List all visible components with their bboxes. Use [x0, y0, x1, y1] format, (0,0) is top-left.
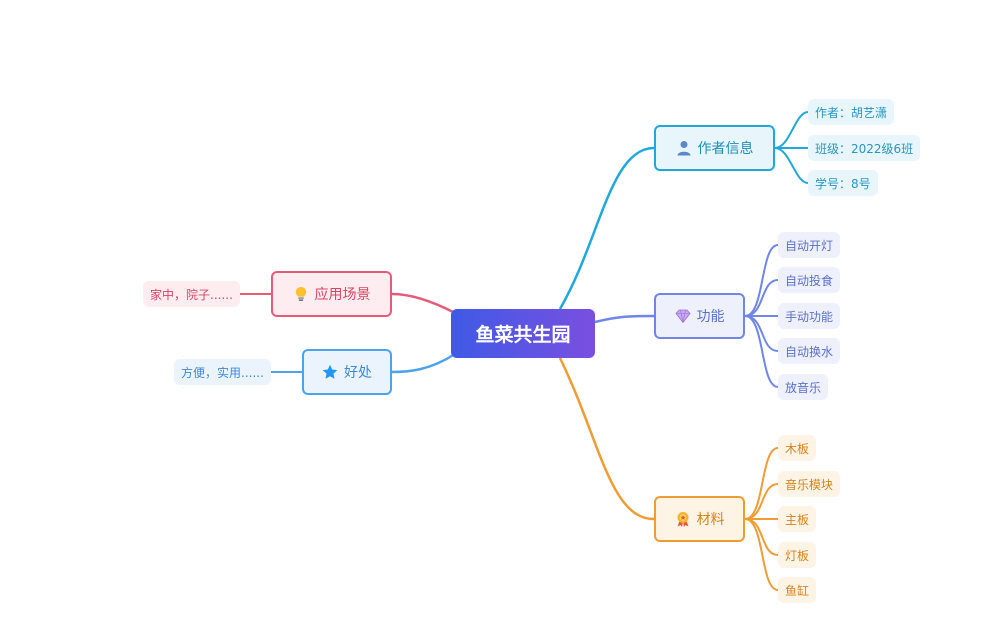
- leaf-material[interactable]: 木板: [778, 435, 817, 461]
- link-mat-leaf: [744, 447, 779, 520]
- leaf-material[interactable]: 鱼缸: [778, 577, 817, 603]
- star-icon: [322, 364, 338, 380]
- link-func-leaf: [744, 279, 779, 317]
- root-topic[interactable]: 鱼菜共生园: [451, 309, 595, 358]
- diamond-icon: [674, 308, 691, 324]
- leaf-function[interactable]: 自动开灯: [778, 232, 841, 258]
- link-root-func: [594, 314, 655, 324]
- leaf-function[interactable]: 放音乐: [778, 374, 829, 400]
- branch-function-label: 功能: [696, 309, 725, 325]
- root-topic-label: 鱼菜共生园: [475, 324, 571, 346]
- link-author-leaf: [774, 147, 809, 184]
- branch-benefits[interactable]: 好处: [302, 349, 392, 395]
- link-mat-leaf: [744, 483, 779, 520]
- person-icon: [676, 140, 692, 156]
- link-func-leaf: [744, 244, 779, 317]
- medal-icon: [675, 511, 691, 527]
- leaf-author-name[interactable]: 作者：胡艺潇: [808, 99, 895, 125]
- leaf-benefit[interactable]: 方便，实用......: [174, 359, 271, 385]
- branch-function[interactable]: 功能: [654, 293, 745, 339]
- link-root-author: [558, 146, 655, 310]
- link-root-good: [391, 352, 456, 374]
- branch-benefits-label: 好处: [344, 365, 372, 381]
- branch-application-scenario[interactable]: 应用场景: [271, 271, 392, 317]
- branch-application-scenario-label: 应用场景: [314, 287, 371, 303]
- leaf-material[interactable]: 主板: [778, 506, 817, 532]
- leaf-function[interactable]: 手动功能: [778, 303, 841, 329]
- branch-author-info-label: 作者信息: [697, 141, 754, 157]
- branch-author-info[interactable]: 作者信息: [654, 125, 775, 171]
- branch-materials[interactable]: 材料: [654, 496, 745, 542]
- leaf-author-id[interactable]: 学号：8号: [808, 170, 878, 196]
- leaf-function[interactable]: 自动投食: [778, 267, 841, 293]
- leaf-function[interactable]: 自动换水: [778, 338, 841, 364]
- link-root-scene: [391, 292, 456, 315]
- link-mat-leaf: [744, 518, 779, 591]
- link-root-mat: [558, 357, 655, 521]
- leaf-material[interactable]: 灯板: [778, 542, 817, 568]
- branch-materials-label: 材料: [696, 512, 725, 528]
- link-author-leaf: [774, 111, 809, 149]
- leaf-material[interactable]: 音乐模块: [778, 471, 841, 497]
- link-func-leaf: [744, 315, 779, 388]
- leaf-scenario[interactable]: 家中，院子......: [143, 281, 240, 307]
- leaf-author-class[interactable]: 班级：2022级6班: [808, 135, 921, 161]
- lightbulb-icon: [293, 286, 309, 302]
